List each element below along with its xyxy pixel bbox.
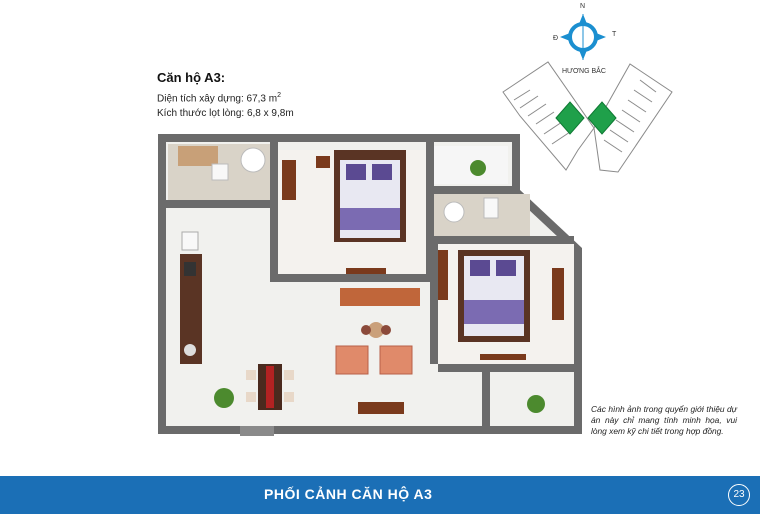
compass-west: Đ: [553, 35, 558, 42]
footer-title: PHỐI CẢNH CĂN HỘ A3: [264, 486, 433, 502]
compass-east: T: [612, 31, 617, 38]
apartment-dimensions: Kích thước lọt lòng: 6,8 x 9,8m: [157, 108, 294, 119]
compass-north: N: [580, 3, 585, 10]
highlight-unit-left: [555, 101, 585, 135]
apartment-area-text: Diện tích xây dựng: 67,3 m: [157, 93, 278, 105]
compass-rose: [560, 14, 606, 60]
building-key-plan: [502, 61, 673, 173]
apartment-title: Căn hộ A3:: [157, 70, 226, 85]
apartment-area: Diện tích xây dựng: 67,3 m2: [157, 92, 281, 104]
footer-bar: PHỐI CẢNH CĂN HỘ A3 23: [0, 476, 760, 514]
highlight-unit-right: [587, 101, 617, 135]
page-number-badge: 23: [728, 484, 750, 506]
apartment-floor-plan: [158, 134, 582, 436]
disclaimer-note: Các hình ảnh trong quyển giới thiệu dự á…: [591, 404, 737, 436]
area-unit-superscript: 2: [277, 92, 281, 99]
direction-label: HƯƠNG BẮC: [562, 66, 606, 75]
